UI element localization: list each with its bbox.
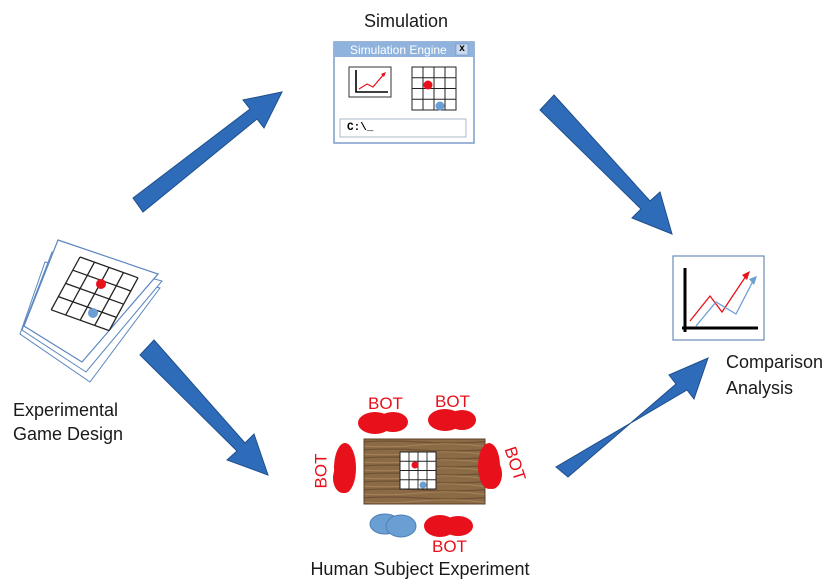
red-piece-icon <box>96 279 106 289</box>
human-player-icon <box>369 513 417 538</box>
bot-player-top-left <box>358 412 408 434</box>
red-piece-icon <box>423 80 433 90</box>
arrow-design-to-simulation <box>132 91 283 213</box>
bot-player-left <box>333 443 356 493</box>
human-experiment-label: Human Subject Experiment <box>310 559 530 579</box>
comparison-label-line1: Comparison <box>726 352 824 372</box>
simulation-label: Simulation <box>363 11 449 31</box>
blue-piece-icon <box>419 481 427 489</box>
arrow-simulation-to-comparison <box>539 94 673 235</box>
game-design-grid <box>50 256 139 332</box>
window-titlebar <box>334 42 474 57</box>
red-piece-icon <box>411 461 419 469</box>
simulation-window-title: Simulation Engine <box>350 43 447 57</box>
comparison-chart-icon <box>672 255 765 341</box>
comparison-label-line2: Analysis <box>726 378 794 398</box>
bot-player-bottom-right <box>424 515 473 537</box>
bot-label-left: BOT <box>311 453 331 489</box>
window-grid <box>411 66 457 111</box>
experimental-design-label-line1: Experimental <box>13 400 119 420</box>
command-prompt-text: C:\_ <box>347 122 374 134</box>
command-line-field <box>339 118 467 138</box>
bot-player-top-right <box>428 409 476 431</box>
experimental-design-label-line2: Game Design <box>13 424 124 444</box>
bot-label-top-left: BOT <box>368 394 403 413</box>
blue-piece-icon <box>435 101 445 111</box>
close-icon <box>455 43 469 56</box>
simulation-engine-window <box>333 41 475 144</box>
arrow-human-to-comparison <box>555 357 709 478</box>
bot-player-right <box>478 443 502 489</box>
window-close-label[interactable]: x <box>459 43 465 54</box>
blue-piece-icon <box>88 308 98 318</box>
bot-label-top-right: BOT <box>435 392 470 411</box>
bot-label-bottom: BOT <box>432 537 467 556</box>
experiment-table <box>363 438 486 505</box>
arrow-design-to-human <box>139 339 269 476</box>
